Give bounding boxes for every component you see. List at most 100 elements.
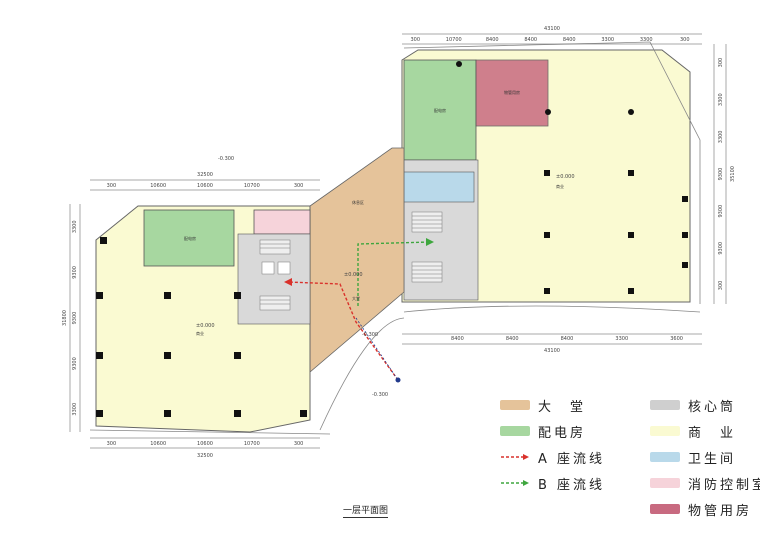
label-lobby: 大堂 <box>352 295 360 301</box>
legend-item-fire: 消防控制室 <box>650 474 760 493</box>
dim-left-top-0: 300 <box>107 183 117 189</box>
legend-arrow-flowA-icon <box>501 454 529 460</box>
flow-a-arrowhead <box>284 278 292 286</box>
legend-swatch-property <box>650 504 680 514</box>
dim-left-side-3: 9300 <box>72 357 78 370</box>
dim-left-top-4: 300 <box>294 183 304 189</box>
dim-right-top-4: 8400 <box>563 37 576 43</box>
lobby-area <box>309 147 405 373</box>
dim-right-side-4: 9300 <box>718 205 724 218</box>
legend-swatch-commercial <box>650 426 680 436</box>
label-property: 物管用房 <box>504 89 520 95</box>
dim-right-bottom-4: 3600 <box>670 336 683 342</box>
legend-label-power: 配电房 <box>538 425 587 441</box>
dim-right-side-1: 3300 <box>718 93 724 106</box>
level-3: ±0.000 <box>344 272 363 278</box>
entry-point <box>395 377 401 383</box>
level-5: -0.300 <box>372 392 388 398</box>
legend-label-wc: 卫生间 <box>688 451 737 467</box>
level-0: -0.300 <box>218 156 234 162</box>
site-boundary <box>89 41 701 435</box>
legend-swatch-lobby <box>500 400 530 410</box>
fire-control-room <box>253 209 311 235</box>
columns-right <box>456 61 688 294</box>
dim-right-top-3: 8400 <box>524 37 537 43</box>
wc-right <box>403 171 475 203</box>
label-commercial-left: 商业 <box>196 330 204 336</box>
dim-left-bottom-4: 300 <box>294 441 304 447</box>
dimension-lines <box>69 33 727 449</box>
dim-left-side-1: 9300 <box>72 266 78 279</box>
flow-b-arrowhead <box>426 238 434 246</box>
legend-item-flowA: A 座流线 <box>500 448 606 467</box>
legend-label-fire: 消防控制室 <box>688 477 760 493</box>
dim-left-bottom-total: 32500 <box>197 453 213 459</box>
flow-line-a <box>287 281 399 381</box>
dim-left-side-4: 3300 <box>72 403 78 416</box>
legend-item-commercial: 商 业 <box>650 422 737 441</box>
columns-left <box>96 237 307 417</box>
legend-label-lobby: 大 堂 <box>538 399 587 415</box>
level-2: ±0.000 <box>196 323 215 329</box>
dim-right-side-6: 300 <box>718 281 724 291</box>
legend-label-flowA: A 座流线 <box>538 451 606 467</box>
legend-item-power: 配电房 <box>500 422 587 441</box>
legend-label-commercial: 商 业 <box>688 425 737 441</box>
dim-right-top-1: 10700 <box>446 37 462 43</box>
dim-left-bottom-2: 10600 <box>197 441 213 447</box>
dim-right-side-2: 3300 <box>718 130 724 143</box>
legend-arrow-flowB-icon <box>501 480 529 486</box>
dim-right-top-total: 43100 <box>544 26 560 32</box>
dim-left-bottom-3: 10700 <box>244 441 260 447</box>
dim-right-bottom-1: 8400 <box>506 336 519 342</box>
dim-right-top-6: 3300 <box>640 37 653 43</box>
power-room-left <box>143 209 235 267</box>
label-power-left: 配电房 <box>184 235 196 241</box>
stair-left <box>259 239 291 311</box>
dim-right-side-3: 9300 <box>718 168 724 181</box>
flow-line-b <box>357 241 431 306</box>
dim-right-bottom-3: 3300 <box>615 336 628 342</box>
legend-label-core: 核心筒 <box>688 399 737 415</box>
level-4: -0.300 <box>362 332 378 338</box>
legend-swatch-core <box>650 400 680 410</box>
legend-swatch-power <box>500 426 530 436</box>
property-room <box>475 59 549 127</box>
legend-item-property: 物管用房 <box>650 500 753 519</box>
legend-item-lobby: 大 堂 <box>500 396 587 415</box>
dim-right-top-2: 8400 <box>486 37 499 43</box>
dim-right-side-5: 9300 <box>718 242 724 255</box>
dim-left-top-3: 10700 <box>244 183 260 189</box>
dim-right-bottom-total: 43100 <box>544 348 560 354</box>
stair-right <box>411 211 443 283</box>
dim-left-bottom-1: 10600 <box>150 441 166 447</box>
label-rest: 休息区 <box>352 199 364 205</box>
dim-right-top-0: 300 <box>410 37 420 43</box>
level-1: ±0.000 <box>556 174 575 180</box>
plan-caption: 一层平面图 <box>343 503 389 518</box>
dim-right-side-0: 300 <box>718 58 724 68</box>
legend-item-wc: 卫生间 <box>650 448 737 467</box>
legend-swatch-wc <box>650 452 680 462</box>
dim-right-top-7: 300 <box>680 37 690 43</box>
dim-left-side-total: 31800 <box>62 310 68 326</box>
dim-right-top-5: 3300 <box>601 37 614 43</box>
dim-left-top-total: 32500 <box>197 172 213 178</box>
dim-left-top-2: 10600 <box>197 183 213 189</box>
dim-right-side-total: 35100 <box>730 166 736 182</box>
dim-right-bottom-2: 8400 <box>561 336 574 342</box>
dim-right-bottom-0: 8400 <box>451 336 464 342</box>
dim-left-bottom-0: 300 <box>107 441 117 447</box>
legend-swatch-fire <box>650 478 680 488</box>
dim-left-side-2: 9300 <box>72 312 78 325</box>
label-commercial-right: 商业 <box>556 183 564 189</box>
legend-label-property: 物管用房 <box>688 503 753 519</box>
power-room-right <box>403 59 477 161</box>
legend-item-core: 核心筒 <box>650 396 737 415</box>
dim-left-top-1: 10600 <box>150 183 166 189</box>
legend-label-flowB: B 座流线 <box>538 477 606 493</box>
legend-item-flowB: B 座流线 <box>500 474 606 493</box>
label-power-right: 配电房 <box>434 107 446 113</box>
